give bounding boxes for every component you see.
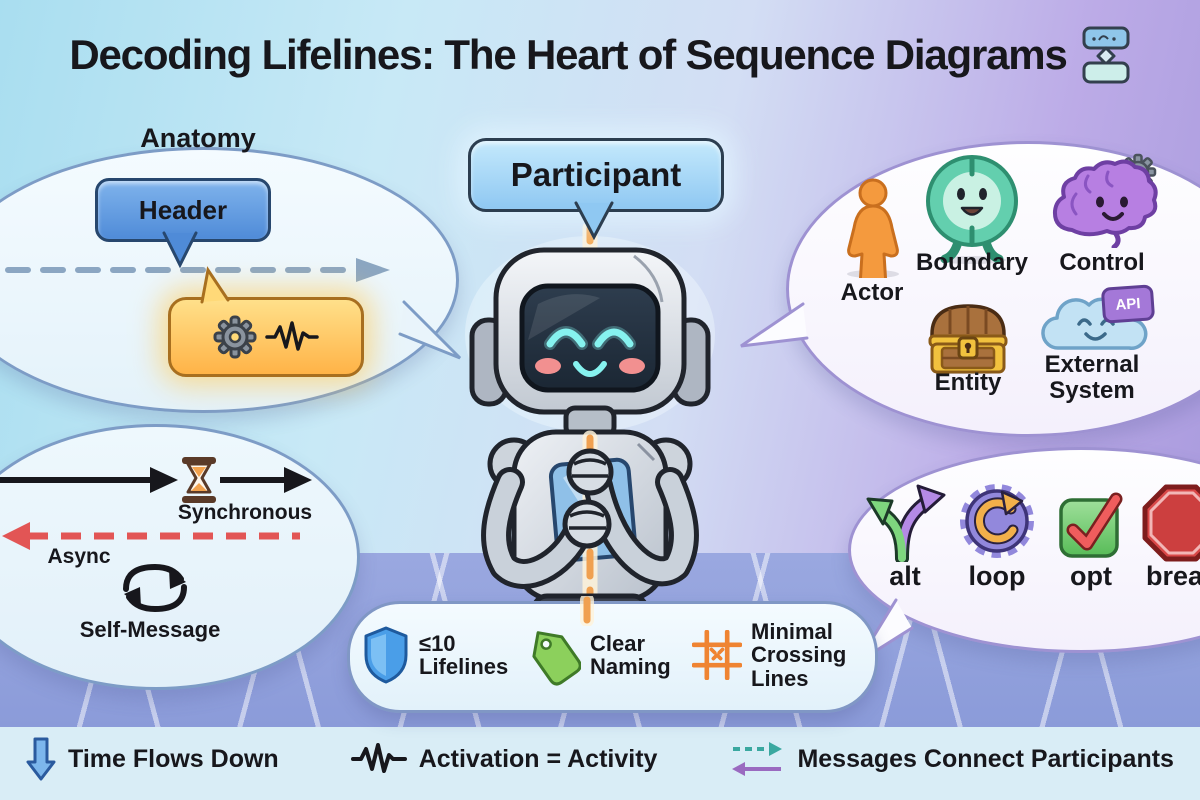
- entity-label: Entity: [934, 369, 1002, 396]
- legend-time-label: Time Flows Down: [68, 744, 279, 773]
- async-dashed-arrow-icon: [2, 522, 300, 550]
- activation-bubble-tail: [200, 266, 230, 304]
- message-arrows-icon: [732, 742, 783, 776]
- footer-strip: [0, 727, 1200, 800]
- opt-label: opt: [1070, 561, 1112, 591]
- loop-label: loop: [968, 561, 1026, 591]
- participant-pointer: [574, 201, 614, 241]
- page-title: Decoding Lifelines: The Heart of Sequenc…: [69, 31, 1067, 78]
- loop-badge-icon: [960, 484, 1034, 558]
- lifelines-practice-label: ≤10 Lifelines: [419, 630, 509, 679]
- participant-types-bubble-tail: [740, 302, 809, 348]
- self-message-loop-icon: [123, 563, 187, 613]
- down-arrow-icon: [26, 737, 56, 781]
- external-system-label: External System: [1044, 351, 1140, 404]
- robot-mascot: [465, 224, 715, 669]
- control-label: Control: [1059, 249, 1145, 276]
- anatomy-bubble-tail: [398, 300, 462, 360]
- actor-label: Actor: [840, 279, 904, 306]
- self-message-label: Self-Message: [79, 617, 221, 642]
- legend-activation: Activation = Activity: [350, 741, 658, 777]
- boundary-label: Boundary: [915, 249, 1028, 276]
- api-badge-label: API: [1114, 294, 1142, 314]
- legend-time: Time Flows Down: [26, 737, 279, 781]
- synchronous-label: Synchronous: [177, 501, 313, 524]
- async-label: Async: [47, 545, 111, 568]
- legend-row: Time Flows Down Activation = Activity Me…: [0, 737, 1200, 781]
- alt-label: alt: [889, 561, 921, 591]
- sequence-blocks-icon: [1082, 26, 1130, 84]
- best-practices-pill: [347, 601, 878, 713]
- control-icon: [1052, 153, 1158, 248]
- crossing-practice: Minimal Crossing Lines: [692, 619, 863, 691]
- activation-pulse-icon: [265, 321, 319, 351]
- header-label: Header: [138, 194, 228, 225]
- participant-label: Participant: [510, 156, 682, 193]
- opt-check-icon: [1059, 492, 1123, 558]
- naming-practice-label: Clear Naming: [590, 630, 671, 679]
- alt-branch-icon: [866, 484, 946, 562]
- lifeline-tip: [580, 596, 594, 626]
- crossing-lines-icon: [692, 630, 742, 680]
- lifelines-practice: ≤10 Lifelines: [362, 626, 511, 684]
- sync-arrow-icon: [0, 457, 312, 503]
- api-badge: API: [1100, 284, 1156, 324]
- participant-bubble: Participant: [468, 138, 724, 212]
- legend-messages-label: Messages Connect Participants: [797, 744, 1174, 773]
- message-types-bubble: [0, 424, 360, 690]
- legend-activation-label: Activation = Activity: [418, 744, 658, 773]
- gear-icon: [213, 315, 257, 359]
- header-label-box: Header: [95, 178, 271, 242]
- title-row: Decoding Lifelines: The Heart of Sequenc…: [0, 26, 1200, 84]
- activation-message-bubble: [168, 297, 364, 377]
- actor-icon: [847, 178, 899, 278]
- header-pointer: [162, 231, 198, 269]
- boundary-icon: [926, 155, 1018, 264]
- anatomy-heading: Anatomy: [140, 123, 256, 153]
- break-octagon-icon: [1142, 484, 1200, 562]
- crossing-practice-label: Minimal Crossing Lines: [751, 619, 847, 691]
- shield-icon: [364, 626, 408, 684]
- lifeline-dashed-arrow-icon: [5, 258, 390, 282]
- legend-messages: Messages Connect Participants: [729, 737, 1174, 781]
- break-label: break: [1145, 561, 1200, 591]
- best-practices-items: ≤10 Lifelines Clear Naming Minimal Cross…: [362, 613, 882, 697]
- activation-pulse-icon: [350, 743, 407, 773]
- naming-practice: Clear Naming: [525, 624, 678, 686]
- entity-icon: [928, 304, 1008, 374]
- tag-icon: [532, 631, 581, 686]
